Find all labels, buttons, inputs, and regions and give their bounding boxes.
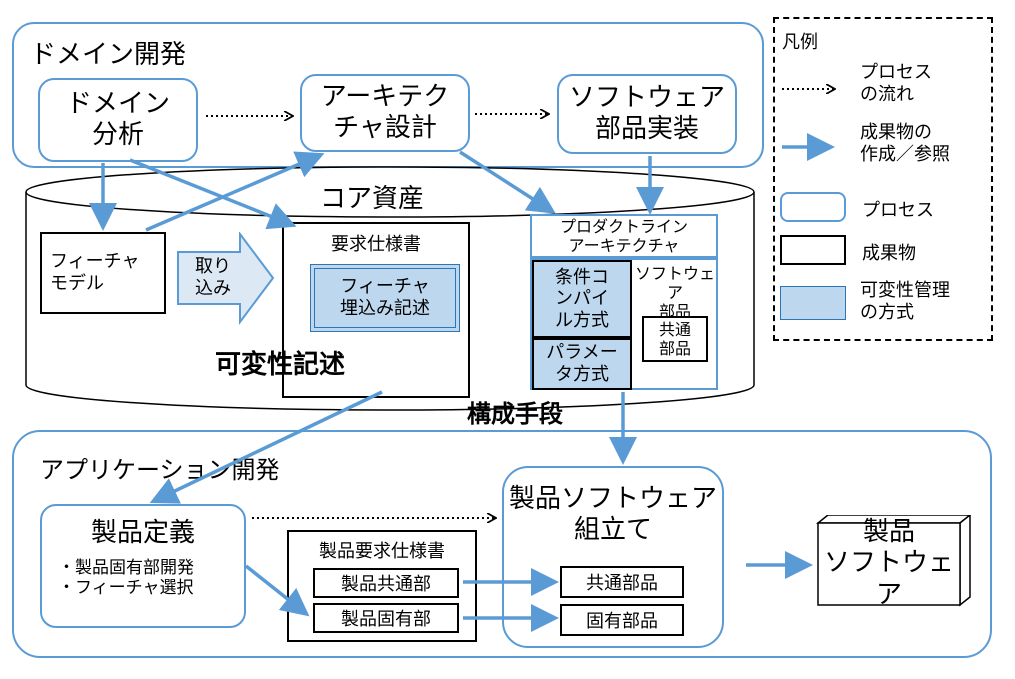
legend-process-label: プロセス [862,200,934,221]
variability-description-label: 可変性記述 [215,350,346,380]
core-asset-title: コア資産 [320,184,425,214]
assembly-common-parts: 共通部品 [560,566,684,598]
conditional-compile-method: 条件コ ンパイ ル方式 [532,260,632,338]
product-definition-title: 製品定義 [90,518,195,548]
product-line-architecture-artifact: プロダクトライン アーキテクチャ [530,214,718,258]
spec-specific-part: 製品固有部 [313,603,459,633]
product-requirements-spec-title: 製品要求仕様書 [319,541,445,562]
configuration-means-label: 構成手段 [467,400,563,428]
legend-title: 凡例 [782,32,818,53]
feature-model-artifact: フィーチャ モデル [40,232,166,314]
legend-artifact-label: 成果物 [862,243,916,264]
architecture-design-process: アーキテク チャ設計 [300,74,470,152]
product-software-label: 製品 ソフトウェア [823,517,954,610]
product-definition-process [40,504,246,628]
legend-box [773,17,993,341]
product-definition-items: ・製品固有部開発 ・フィーチャ選択 [58,558,194,599]
software-implementation-process: ソフトウェア 部品実装 [557,74,737,154]
spec-common-part: 製品共通部 [313,568,459,598]
legend-variability-swatch [780,286,846,320]
requirements-spec-title: 要求仕様書 [331,234,421,255]
import-arrow-shape [177,232,275,325]
legend-flow-label: プロセス の流れ [860,62,932,105]
domain-dev-title: ドメイン開発 [30,40,187,70]
feature-embedding-method: フィーチャ 埋込み記述 [310,264,460,332]
common-parts-artifact: 共通 部品 [642,316,708,362]
legend-artifact-link-label: 成果物の 作成／参照 [860,122,950,165]
software-assembly-title: 製品ソフトウェア 組立て [508,484,717,546]
legend-variability-label: 可変性管理 の方式 [860,280,950,323]
domain-analysis-process: ドメイン 分析 [38,78,198,162]
assembly-specific-parts: 固有部品 [560,604,684,636]
legend-process-swatch [780,192,846,222]
import-arrow-label: 取り 込み [195,256,231,299]
product-software-box [815,515,972,607]
legend-arrow-samples [782,75,858,161]
parameter-method: パラメー タ方式 [532,338,632,390]
legend-artifact-swatch [780,235,846,265]
